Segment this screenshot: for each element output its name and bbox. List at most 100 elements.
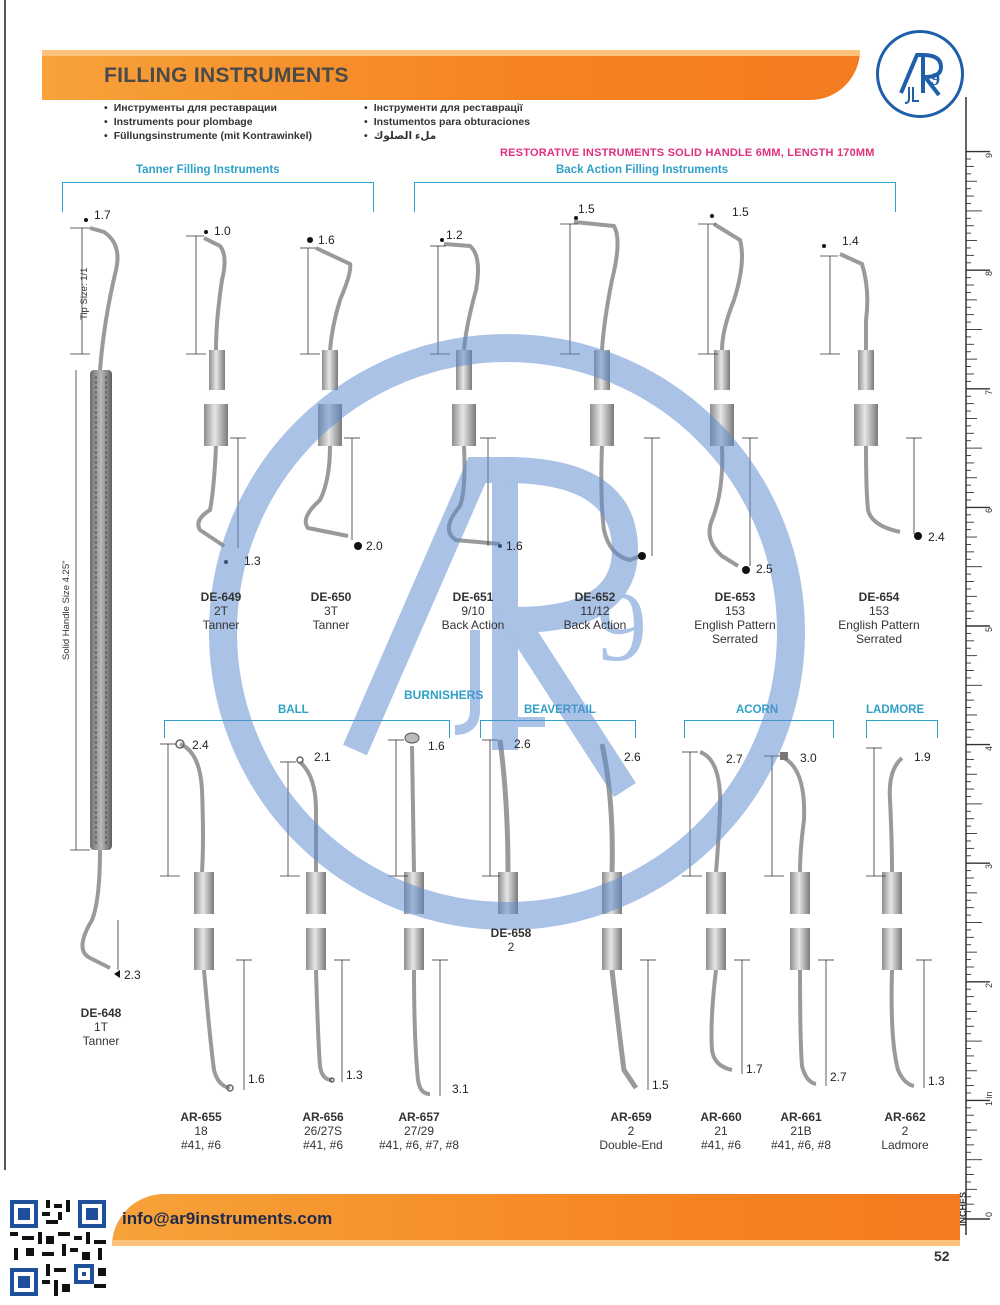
size-label: 1.3 <box>928 1074 945 1088</box>
ruler-number: 5 <box>984 626 994 632</box>
instrument-label-ar-659: AR-659 2 Double-End <box>576 1110 686 1152</box>
page-number: 52 <box>934 1248 950 1264</box>
instrument-label-de-649: DE-649 2T Tanner <box>166 590 276 632</box>
instrument-type: English Pattern <box>694 618 776 632</box>
lang-item: Інструменти для реставрації <box>364 101 530 115</box>
instrument-label-ar-662: AR-662 2 Ladmore <box>850 1110 960 1152</box>
instrument-code: AR-656 <box>302 1110 344 1124</box>
size-label: 2.4 <box>928 530 945 544</box>
footer-band-highlight <box>112 1240 960 1246</box>
size-label: 2.4 <box>192 738 209 752</box>
instrument-label-de-651: DE-651 9/10 Back Action <box>418 590 528 632</box>
instrument-code: DE-654 <box>858 590 900 604</box>
instrument-size: 1T <box>93 1020 108 1034</box>
instrument-label-de-658: DE-658 2 <box>456 926 566 954</box>
lang-item: Инструменты для реставрации <box>104 101 312 115</box>
instrument-code: DE-658 <box>490 926 532 940</box>
instrument-code: AR-659 <box>610 1110 652 1124</box>
instrument-size: 2 <box>901 1124 909 1138</box>
group-title-ladmore: LADMORE <box>866 704 925 716</box>
instrument-type: #41, #6 <box>180 1138 222 1152</box>
instrument-code: DE-650 <box>310 590 352 604</box>
handle-size-label: Solid Handle Size 4.25" <box>61 560 72 661</box>
instrument-code: AR-661 <box>780 1110 822 1124</box>
bottom-row-bottom-tips <box>194 928 932 1096</box>
qr-code-icon[interactable] <box>10 1200 106 1296</box>
top-row-bottom-tips <box>196 404 922 574</box>
header-band <box>42 50 860 100</box>
instrument-type: #41, #6 <box>302 1138 344 1152</box>
lang-item: Instumentos para obturaciones <box>364 115 530 129</box>
instrument-size: 11/12 <box>580 604 610 618</box>
size-label: 2.0 <box>366 539 383 553</box>
instrument-label-ar-656: AR-656 26/27S #41, #6 <box>268 1110 378 1152</box>
top-row-tips <box>186 214 874 390</box>
left-margin-rule <box>4 0 6 1170</box>
ruler-number: 1 in <box>984 1091 994 1107</box>
instrument-type: #41, #6 <box>700 1138 742 1152</box>
lang-item: Instruments pour plombage <box>104 115 312 129</box>
size-label: 1.5 <box>732 205 749 219</box>
instrument-code: DE-648 <box>80 1006 122 1020</box>
size-label: 2.6 <box>624 750 641 764</box>
group-title-back-action: Back Action Filling Instruments <box>556 164 729 176</box>
instrument-type: Tanner <box>202 618 240 632</box>
contact-email[interactable]: info@ar9instruments.com <box>122 1209 333 1228</box>
lang-item: ملء الصلوك <box>364 129 530 143</box>
instrument-finish: Serrated <box>711 632 759 646</box>
size-label: 2.1 <box>314 750 331 764</box>
size-label: 2.7 <box>830 1070 847 1084</box>
instrument-size: 153 <box>868 604 890 618</box>
instrument-size: 153 <box>724 604 746 618</box>
instrument-code: DE-649 <box>200 590 242 604</box>
header-band-highlight <box>42 50 860 56</box>
size-label: 1.5 <box>652 1078 669 1092</box>
instrument-size: 21 <box>714 1124 728 1138</box>
size-label: 1.9 <box>914 750 931 764</box>
ruler-number: 6 <box>984 508 994 514</box>
ruler-number: 8 <box>984 271 994 277</box>
instrument-type: English Pattern <box>838 618 920 632</box>
instrument-label-de-648: DE-648 1T Tanner <box>46 1006 156 1048</box>
instrument-label-ar-660: AR-660 21 #41, #6 <box>666 1110 776 1152</box>
size-label: 1.0 <box>214 224 231 238</box>
bracket-tanner <box>62 182 374 212</box>
bracket-back-action <box>414 182 896 212</box>
instrument-type: Ladmore <box>881 1138 929 1152</box>
instrument-de-648 <box>70 218 120 978</box>
size-label: 1.6 <box>506 539 523 553</box>
bottom-row-tips <box>160 732 904 914</box>
ruler-number: 3 <box>984 864 994 870</box>
instrument-size: 3T <box>323 604 338 618</box>
ruler-number: 4 <box>984 745 994 751</box>
instrument-label-ar-661: AR-661 21B #41, #6, #8 <box>746 1110 856 1152</box>
instrument-size: 2 <box>627 1124 635 1138</box>
instrument-type: Tanner <box>312 618 350 632</box>
instrument-type: #41, #6, #8 <box>770 1138 832 1152</box>
instrument-type: Back Action <box>563 618 627 632</box>
size-label: 1.6 <box>428 739 445 753</box>
size-label: 1.7 <box>746 1062 763 1076</box>
instrument-code: DE-651 <box>452 590 494 604</box>
instrument-size: 21B <box>790 1124 812 1138</box>
instrument-size: 2T <box>213 604 228 618</box>
instrument-label-de-654: DE-654 153 English Pattern Serrated <box>824 590 934 646</box>
lang-item: Füllungsinstrumente (mit Kontrawinkel) <box>104 129 312 143</box>
instrument-size: 27/29 <box>403 1124 435 1138</box>
size-label: 2.3 <box>124 968 141 982</box>
size-label: 2.6 <box>514 737 531 751</box>
ruler-ticks <box>966 150 990 1220</box>
instrument-finish: Serrated <box>855 632 903 646</box>
instrument-code: DE-653 <box>714 590 756 604</box>
instrument-code: AR-655 <box>180 1110 222 1124</box>
spec-line: RESTORATIVE INSTRUMENTS SOLID HANDLE 6MM… <box>500 147 875 159</box>
brand-logo: 9 <box>876 30 964 118</box>
ruler-number: 2 <box>984 982 994 988</box>
size-label: 2.5 <box>756 562 773 576</box>
tip-size-label: Tip Size: 1/1 <box>79 267 90 320</box>
instrument-label-ar-657: AR-657 27/29 #41, #6, #7, #8 <box>364 1110 474 1152</box>
logo-mark-icon <box>899 53 944 104</box>
instrument-size: 26/27S <box>303 1124 343 1138</box>
size-label: 2.7 <box>726 752 743 766</box>
size-label: 3.1 <box>452 1082 469 1096</box>
